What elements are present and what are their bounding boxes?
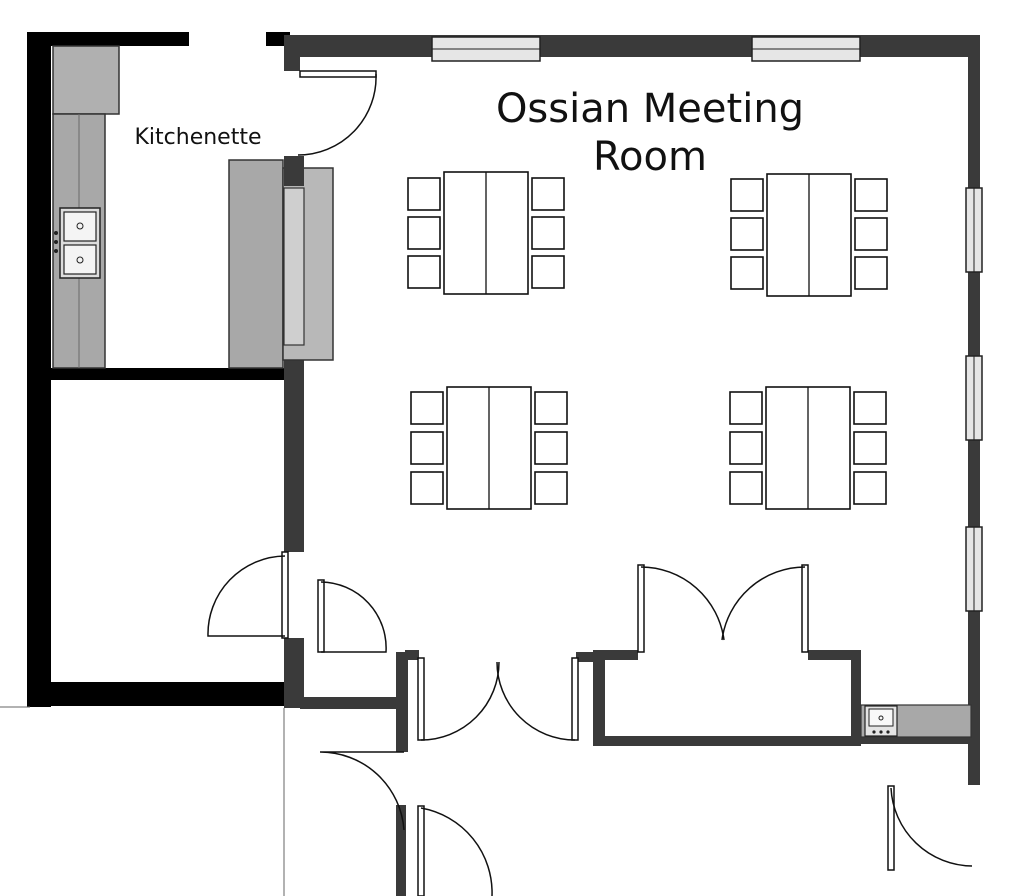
door-top [297, 70, 377, 156]
left-partition-lower [284, 345, 304, 552]
table-group-top-left [407, 171, 565, 295]
chair [730, 217, 764, 251]
right-counter-wall [861, 736, 973, 744]
alcove-left-wall [593, 652, 605, 746]
left-partition-stub [284, 638, 304, 708]
bottom-left-wall [27, 682, 289, 706]
table-group-bottom-left [410, 386, 568, 510]
chair [410, 471, 444, 505]
chair [729, 431, 763, 465]
chair [854, 178, 888, 212]
chair [531, 216, 565, 250]
door-jamb-left [405, 650, 419, 660]
top-left-wall [27, 32, 189, 46]
kitchenette-label: Kitchenette [134, 125, 261, 150]
chair [730, 256, 764, 290]
top-wall [284, 35, 980, 57]
table-group-top-right [730, 173, 888, 297]
chair [531, 177, 565, 211]
chair [853, 471, 887, 505]
chair [410, 431, 444, 465]
kitchenette [52, 45, 334, 369]
chair [854, 217, 888, 251]
table-group-bottom-right [729, 386, 887, 510]
alcove-right-wall [851, 650, 861, 746]
chair [730, 178, 764, 212]
door-jamb-right [576, 652, 596, 662]
doors [207, 70, 973, 896]
chair [407, 177, 441, 211]
room-title-line2: Room [593, 134, 707, 180]
windows [431, 36, 983, 612]
chair [534, 431, 568, 465]
door-left [207, 551, 289, 639]
corridor-wall-right [396, 652, 408, 752]
chair [853, 391, 887, 425]
chair [407, 255, 441, 289]
room-title-line1: Ossian Meeting [496, 86, 804, 132]
alcove-top-left [593, 650, 638, 660]
chair [729, 471, 763, 505]
small-sink-icon [864, 705, 898, 737]
door-corridor [317, 579, 387, 653]
site-lines [0, 706, 285, 896]
kitchenette-bottom-wall [27, 368, 289, 380]
chair [853, 431, 887, 465]
door-double-bottom [417, 657, 579, 741]
chair [534, 391, 568, 425]
corridor-wall-post [396, 805, 406, 896]
island-counter [228, 159, 284, 369]
alcove-top-right [808, 650, 861, 660]
door-bottom-right [887, 785, 973, 871]
left-partition-upper [284, 35, 300, 71]
counter-panel [283, 187, 305, 346]
chair [410, 391, 444, 425]
left-wing-walls [27, 32, 290, 707]
alcove-bottom-wall [593, 736, 861, 746]
chair [729, 391, 763, 425]
chair [534, 471, 568, 505]
counter-post [284, 156, 304, 186]
upper-cabinet [52, 45, 120, 115]
chair [854, 256, 888, 290]
chair [531, 255, 565, 289]
door-lower-centre [417, 805, 493, 896]
corridor-wall-top [300, 697, 402, 709]
right-counter [860, 704, 972, 738]
chair [407, 216, 441, 250]
sink-icon [54, 207, 101, 279]
door-lower-left [319, 751, 405, 831]
door-double-alcove [637, 564, 809, 653]
